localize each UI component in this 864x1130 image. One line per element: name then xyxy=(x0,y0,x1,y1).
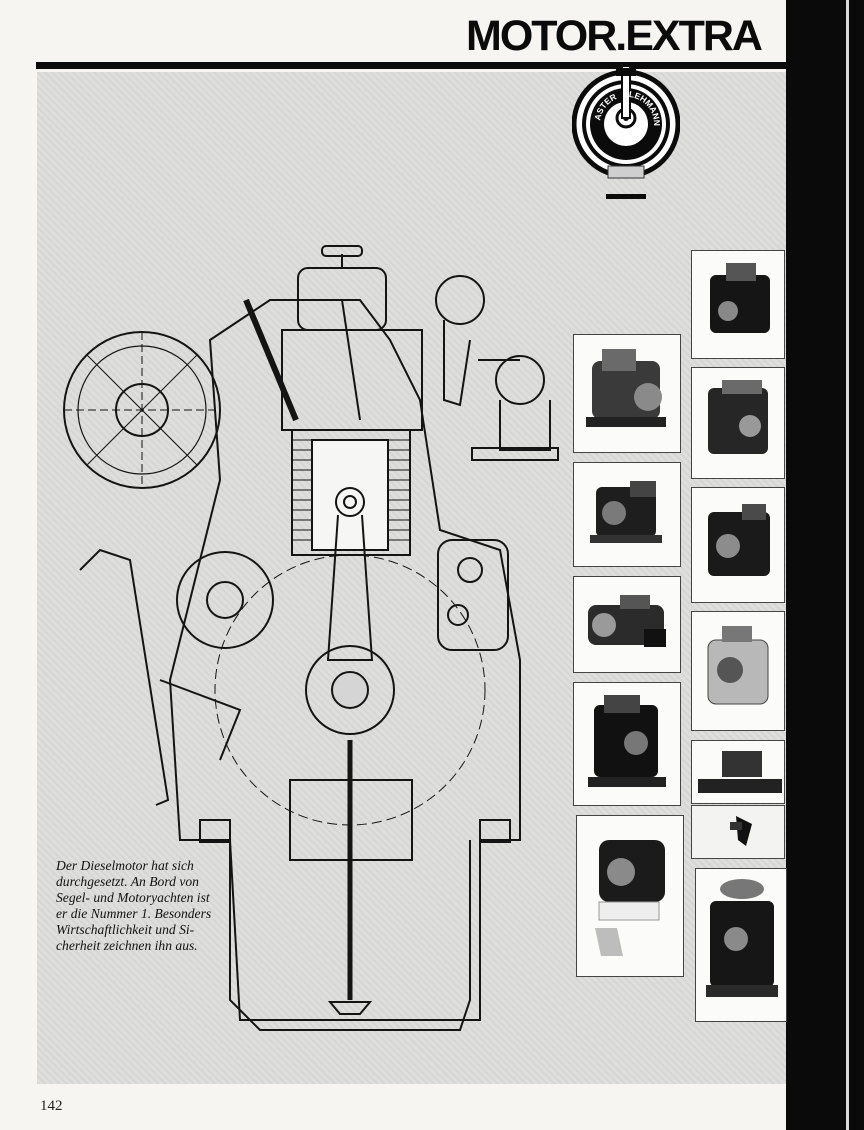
engine-photo-3 xyxy=(573,576,681,673)
engine-photo-9 xyxy=(691,611,785,731)
engine-photo-11 xyxy=(691,805,785,859)
engine-photo-1 xyxy=(573,334,681,453)
marine-engine-photo-icon xyxy=(588,695,666,787)
marine-engine-photo-icon xyxy=(588,595,666,647)
marine-engine-photo-icon xyxy=(730,816,752,846)
engine-photo-8 xyxy=(691,487,785,603)
caption-line-6: cherheit zeichnen ihn aus. xyxy=(56,938,198,953)
engine-photo-5 xyxy=(576,815,684,977)
marine-engine-photo-icon xyxy=(708,380,768,454)
throttle-dial-icon: ASTER LEHMANN xyxy=(572,65,680,199)
caption: Der Dieselmotor hat sich durchgesetzt. A… xyxy=(56,858,216,954)
black-page-edge xyxy=(786,0,864,1130)
page-number: 142 xyxy=(40,1098,63,1114)
marine-engine-photo-icon xyxy=(586,349,666,427)
marine-engine-photo-icon xyxy=(590,481,662,543)
masthead-title-dot: . xyxy=(615,12,627,60)
masthead-title-left: MOTOR xyxy=(466,12,617,60)
marine-engine-photo-icon xyxy=(698,751,782,793)
marine-engine-photo-icon xyxy=(710,263,770,333)
engine-photo-7 xyxy=(691,367,785,479)
marine-engine-photo-icon xyxy=(706,879,778,997)
engine-photo-6 xyxy=(691,250,785,359)
section-masthead: MOTOR.EXTRA xyxy=(466,10,766,62)
masthead-title-right: EXTRA xyxy=(625,12,763,60)
marine-engine-photo-icon xyxy=(708,504,770,576)
engine-photo-12 xyxy=(695,868,787,1022)
engine-cross-section-drawing xyxy=(63,245,559,1031)
caption-line-4: er die Nummer 1. Besonders xyxy=(56,906,212,921)
marine-engine-photo-icon xyxy=(707,626,769,705)
caption-line-3: Segel- und Motoryachten ist xyxy=(56,890,210,905)
page-edge-line xyxy=(846,0,849,1130)
engine-photo-4 xyxy=(573,682,681,806)
caption-line-2: durchgesetzt. An Bord von xyxy=(56,874,199,889)
caption-line-1: Der Dieselmotor hat sich xyxy=(56,858,194,873)
marine-engine-photo-icon xyxy=(595,840,665,956)
engine-photo-2 xyxy=(573,462,681,567)
caption-line-5: Wirtschaftlichkeit und Si- xyxy=(56,922,195,937)
masthead-rule xyxy=(36,62,786,69)
engine-photo-10 xyxy=(691,740,785,804)
